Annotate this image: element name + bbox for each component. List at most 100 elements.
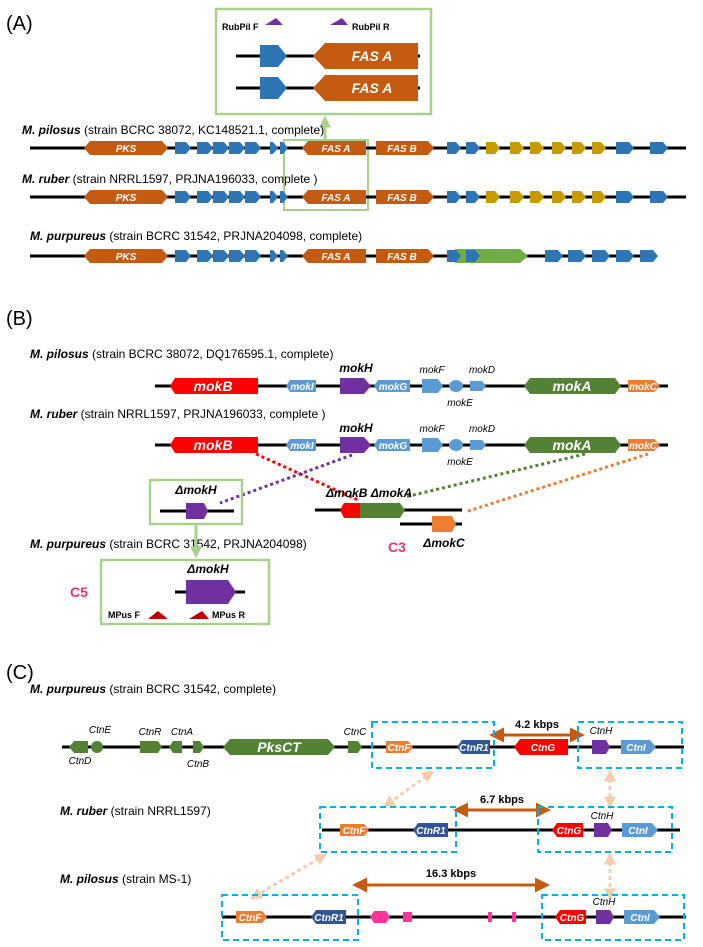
ctnH-gene: [596, 910, 614, 924]
ctnH-label: CtnH: [593, 897, 617, 908]
track-b1-genes: mokB mokI mokH mokG mokF mokE mokD mokA …: [170, 361, 660, 409]
gold-gene: [486, 191, 500, 203]
mokE-gene: [449, 380, 463, 392]
ctnG-label: CtnG: [557, 826, 582, 837]
mokB-gene: [170, 437, 258, 453]
primer-f-icon: [265, 18, 283, 25]
mokA-label: mokA: [553, 378, 592, 394]
mokB-mapping-line: [255, 452, 359, 502]
mokB-label: mokB: [194, 378, 233, 394]
mokD-gene: [470, 381, 486, 391]
blue-gene: [280, 142, 288, 154]
mokI-gene: [286, 439, 316, 451]
mokI-gene: [286, 380, 316, 392]
panel-a: (A) RubPil F RubPil R FAS A FAS A M. pil…: [6, 7, 686, 263]
mokH-label: mokH: [339, 361, 373, 375]
c1-box-right: [577, 721, 683, 769]
fas-b-gene: [376, 249, 434, 263]
ctnI-gene: [622, 823, 658, 837]
ctnR1-gene: [457, 740, 490, 754]
ctnG-gene: [552, 823, 583, 837]
blue-gene: [197, 142, 213, 154]
green-gene: [455, 249, 528, 263]
ctnR1-gene: [413, 823, 448, 837]
blue-gene: [466, 142, 480, 154]
blue-gene: [280, 250, 288, 262]
fas-b-gene: [376, 141, 434, 155]
mokG-label: mokG: [379, 441, 408, 452]
panel-a-label: (A): [6, 13, 33, 35]
mokH-gene: [340, 437, 371, 453]
ctnB-label: CtnB: [187, 759, 210, 770]
track-c3-genes: CtnF CtnR1 CtnG CtnH CtnI: [236, 897, 660, 924]
inset-fas-a-2: [313, 75, 418, 101]
primer-f-label: RubPil F: [222, 22, 259, 32]
mokA-gene: [524, 378, 621, 394]
ctnF-label: CtnF: [239, 913, 263, 924]
c5-delta-mokH-label: ΔmokH: [186, 562, 229, 576]
ctnR1-gene: [311, 910, 346, 924]
mokC-mapping-line: [464, 452, 649, 514]
pink-gene-3: [488, 912, 492, 922]
fas-a-gene: [302, 190, 366, 204]
mokH-label: mokH: [339, 421, 373, 435]
fas-b-label: FAS B: [387, 252, 416, 263]
blue-gene: [616, 250, 634, 262]
mokA-mapping-line: [404, 452, 586, 499]
pilosus-b-title: M. pilosus (strain BCRC 38072, DQ176595.…: [30, 347, 333, 361]
mpus-r-icon: [189, 611, 209, 619]
mokB-gene: [170, 378, 258, 394]
fas-a-label: FAS A: [321, 252, 350, 263]
blue-gene: [175, 250, 191, 262]
fas-b-label: FAS B: [387, 144, 416, 155]
blue-gene: [270, 250, 278, 262]
ctnA-label: CtnA: [171, 727, 194, 738]
delta-mokC-label: ΔmokC: [422, 536, 465, 550]
blue-gene: [197, 250, 213, 262]
mokD-label: mokD: [469, 424, 495, 435]
ctnG-gene: [555, 910, 586, 924]
ctnD-gene: [69, 741, 88, 753]
ctnI-gene: [621, 740, 656, 754]
fas-a-label: FAS A: [321, 193, 350, 204]
c2-box-right: [537, 806, 673, 853]
blue-gene: [568, 250, 586, 262]
inset-blue-gene-1: [260, 45, 287, 67]
mpus-r-label: MPus R: [212, 610, 246, 620]
inset-frame: [214, 7, 433, 116]
gold-gene: [530, 191, 544, 203]
mokE-label: mokE: [447, 398, 473, 409]
ctnI-gene: [624, 910, 660, 924]
inset-fas-a-2-label: FAS A: [352, 80, 393, 96]
ctnR1-label: CtnR1: [416, 826, 446, 837]
pks-label: PKS: [116, 193, 137, 204]
ctnG-label: CtnG: [531, 743, 556, 754]
pks-gene: [84, 141, 168, 155]
mokI-label: mokI: [290, 441, 314, 452]
delta-mokA-gene: [360, 503, 405, 518]
ruber-c-title: M. ruber (strain NRRL1597): [60, 804, 211, 818]
ctnA-gene: [169, 741, 182, 753]
ctnB-gene: [193, 741, 204, 753]
fas-b-label: FAS B: [387, 193, 416, 204]
ctnF-link-1: [383, 770, 434, 808]
fas-b-gene: [376, 190, 434, 204]
mokC-gene: [628, 380, 660, 392]
ctnF-link-2: [249, 853, 328, 900]
mokE-gene: [449, 439, 463, 451]
distance-label-3: 16.3 kbps: [426, 868, 476, 880]
c3-cluster-label: C3: [388, 539, 406, 555]
blue-gene: [229, 250, 245, 262]
blue-gene: [270, 142, 278, 154]
mokH-gene: [340, 378, 371, 394]
pks-label: PKS: [116, 252, 137, 263]
ctnF-gene: [386, 741, 413, 753]
mokA-gene: [524, 437, 621, 453]
panel-a-inset: RubPil F RubPil R FAS A FAS A: [214, 7, 433, 116]
gold-gene: [552, 142, 566, 154]
primer-r-icon: [330, 18, 348, 25]
blue-gene: [213, 250, 229, 262]
pink-gene-2: [403, 912, 412, 922]
ctnR-label: CtnR: [139, 727, 162, 738]
delta-mokC-gene: [432, 516, 456, 532]
